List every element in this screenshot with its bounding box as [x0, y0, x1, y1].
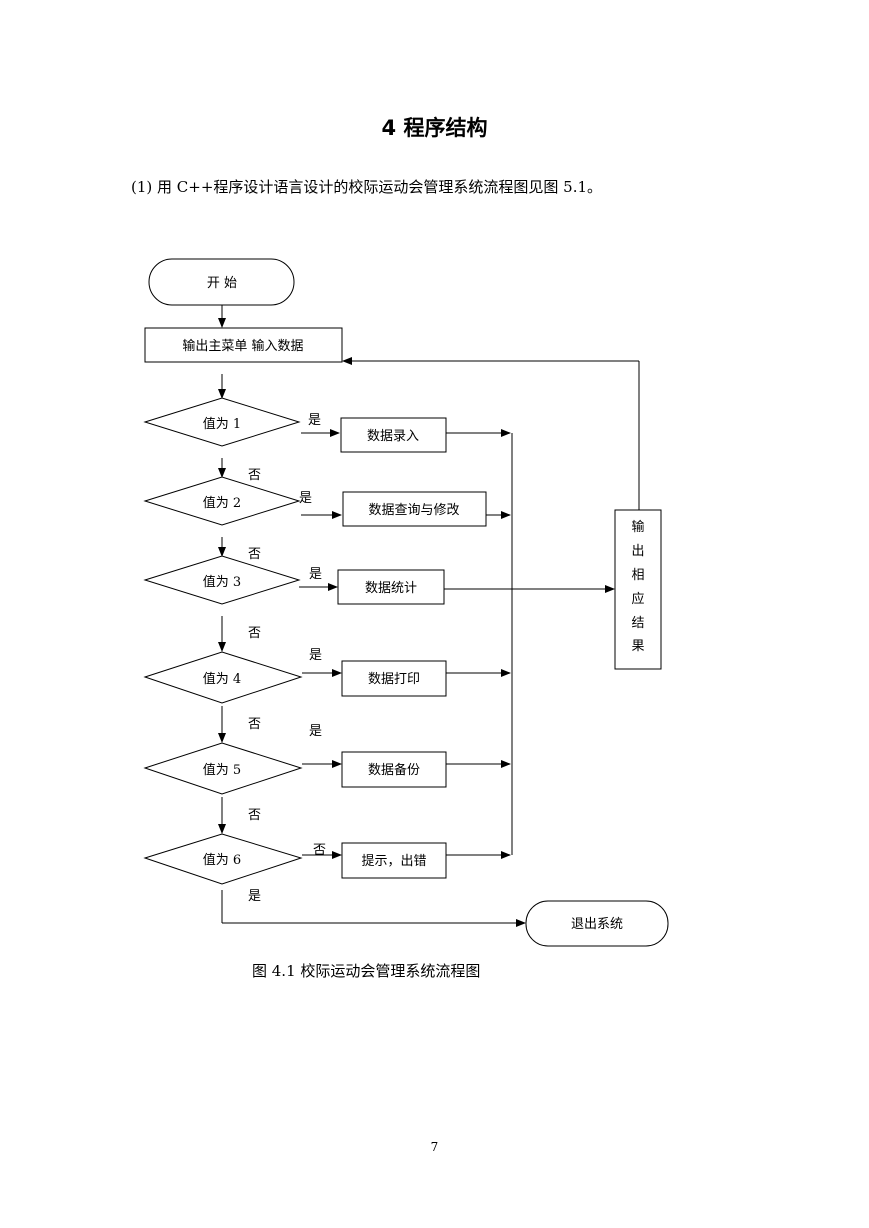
decision-3-label: 值为 3 — [203, 574, 241, 590]
decision-1-label: 值为 1 — [203, 416, 241, 432]
output-char: 应 — [631, 591, 644, 607]
action-6-label: 提示，出错 — [361, 853, 426, 869]
no-label: 否 — [248, 808, 261, 823]
page-number: 7 — [430, 1140, 439, 1154]
decision-2-label: 值为 2 — [203, 495, 241, 511]
section-heading: 4 程序结构 — [381, 116, 488, 140]
no-label: 否 — [248, 468, 261, 483]
action-error-prompt: 提示，出错 — [341, 842, 447, 879]
output-result-box: 输 出 相 应 结 果 — [614, 509, 662, 670]
connector-lines — [218, 305, 640, 927]
yes-label: 是 — [299, 491, 312, 506]
decision-2: 值为 2 — [143, 476, 301, 526]
output-char: 相 — [631, 568, 644, 583]
action-backup: 数据备份 — [341, 751, 447, 788]
no-label: 否 — [313, 843, 326, 858]
output-char: 输 — [631, 519, 644, 535]
yes-label: 是 — [308, 413, 321, 428]
start-terminal: 开 始 — [148, 258, 295, 306]
no-label: 否 — [248, 626, 261, 641]
decision-1: 值为 1 — [143, 397, 301, 447]
edge-labels: 是 是 是 是 是 是 否 否 否 否 否 否 — [248, 413, 326, 904]
action-3-label: 数据统计 — [365, 581, 417, 596]
yes-label: 是 — [309, 724, 322, 739]
decision-6: 值为 6 — [143, 833, 303, 885]
output-char: 果 — [631, 639, 644, 654]
action-1-label: 数据录入 — [367, 429, 419, 444]
no-label: 否 — [248, 717, 261, 732]
start-label: 开 始 — [207, 276, 237, 291]
action-data-entry: 数据录入 — [340, 417, 447, 453]
intro-paragraph: (1) 用 C++程序设计语言设计的校际运动会管理系统流程图见图 5.1。 — [131, 178, 603, 196]
decision-4: 值为 4 — [143, 651, 303, 704]
yes-label: 是 — [248, 889, 261, 904]
menu-process-box: 输出主菜单 输入数据 — [144, 327, 343, 363]
action-5-label: 数据备份 — [368, 762, 420, 778]
exit-label: 退出系统 — [571, 917, 623, 932]
action-print: 数据打印 — [341, 660, 447, 697]
action-4-label: 数据打印 — [368, 672, 420, 687]
no-label: 否 — [248, 547, 261, 562]
exit-terminal: 退出系统 — [525, 900, 669, 947]
output-char: 出 — [631, 544, 644, 559]
action-statistics: 数据统计 — [337, 569, 445, 605]
decision-4-label: 值为 4 — [203, 671, 241, 687]
menu-label: 输出主菜单 输入数据 — [182, 338, 303, 354]
action-query-modify: 数据查询与修改 — [342, 491, 487, 527]
yes-label: 是 — [309, 567, 322, 582]
yes-label: 是 — [309, 648, 322, 663]
decision-3: 值为 3 — [143, 555, 301, 605]
decision-6-label: 值为 6 — [203, 852, 241, 868]
figure-caption: 图 4.1 校际运动会管理系统流程图 — [252, 962, 481, 980]
action-2-label: 数据查询与修改 — [368, 503, 459, 518]
decision-5: 值为 5 — [143, 742, 303, 795]
output-char: 结 — [631, 616, 644, 631]
decision-5-label: 值为 5 — [203, 762, 241, 778]
